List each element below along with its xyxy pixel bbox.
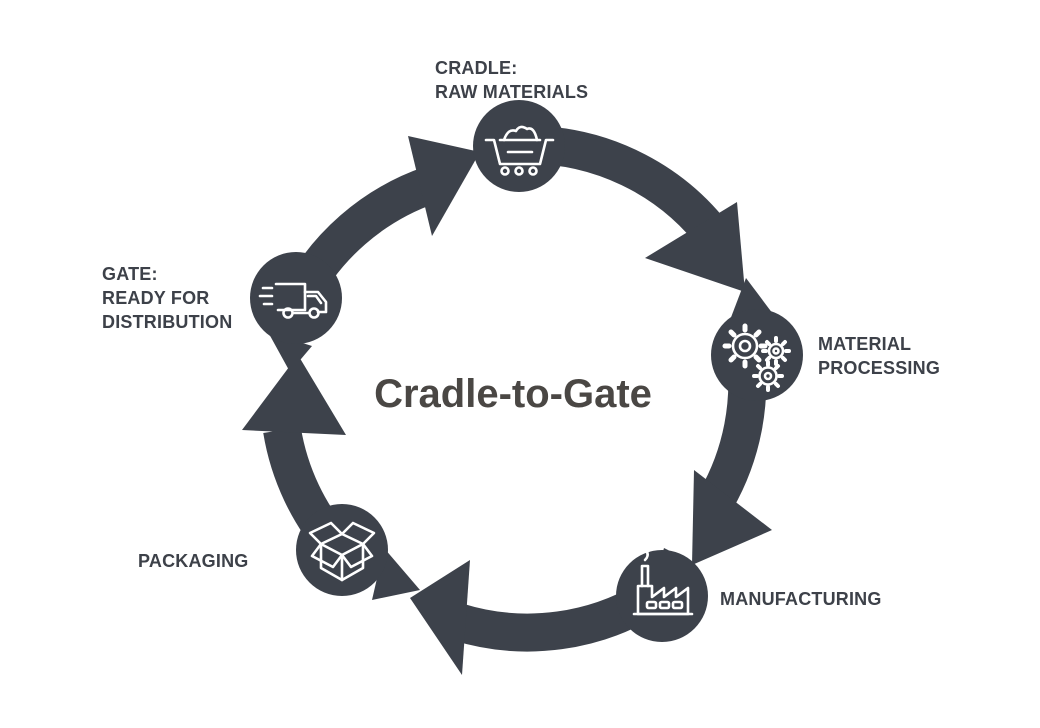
label-manufacturing: MANUFACTURING	[720, 587, 882, 611]
mine-cart-icon	[484, 125, 555, 176]
label-processing-line-2: PROCESSING	[818, 358, 941, 378]
open-box-icon	[308, 521, 376, 582]
label-manufacturing-line-1: MANUFACTURING	[720, 589, 882, 609]
node-cradle	[473, 100, 565, 192]
label-gate-line-1: GATE:	[102, 264, 158, 284]
arrowheads	[242, 136, 772, 675]
notch-gate	[268, 332, 312, 372]
arrowhead-to-gate	[242, 355, 346, 435]
label-gate-line-2: READY FOR	[102, 288, 210, 308]
diagram-title: Cradle-to-Gate	[374, 372, 652, 416]
label-packaging: PACKAGING	[138, 549, 248, 573]
label-gate: GATE: READY FOR DISTRIBUTION	[102, 262, 232, 334]
factory-icon	[632, 544, 694, 616]
delivery-truck-icon	[258, 282, 328, 319]
label-gate-line-3: DISTRIBUTION	[102, 312, 233, 332]
notch-processing	[730, 278, 776, 320]
label-cradle-line-2: RAW MATERIALS	[435, 82, 589, 102]
arrowhead-to-manufacturing	[692, 470, 772, 565]
label-processing: MATERIAL PROCESSING	[818, 332, 940, 380]
arrowhead-to-cradle	[408, 136, 480, 236]
node-packaging	[296, 504, 388, 596]
arrowhead-to-processing	[645, 202, 745, 292]
label-cradle-line-1: CRADLE:	[435, 58, 518, 78]
node-gate	[250, 252, 342, 344]
label-cradle: CRADLE: RAW MATERIALS	[435, 56, 588, 104]
label-processing-line-1: MATERIAL	[818, 334, 912, 354]
node-manufacturing	[616, 550, 708, 642]
gears-icon	[722, 323, 791, 392]
label-packaging-line-1: PACKAGING	[138, 551, 249, 571]
arrowhead-to-packaging	[410, 560, 470, 675]
